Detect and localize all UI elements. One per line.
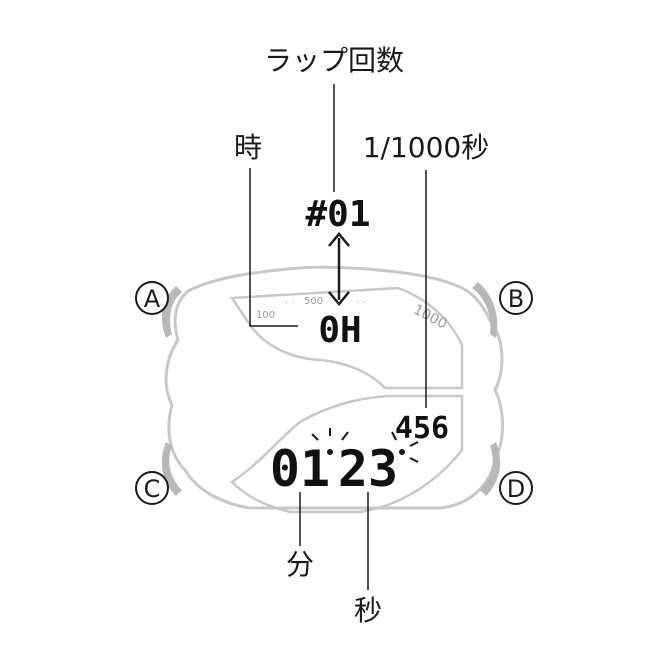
switch-arrow xyxy=(328,232,350,306)
button-d[interactable]: D xyxy=(499,471,533,505)
svg-text:B: B xyxy=(508,285,524,313)
button-a[interactable]: A xyxy=(135,281,169,315)
bezel-dot-right: · · xyxy=(356,298,366,309)
button-d-pusher xyxy=(480,442,501,496)
bezel-dot: · · xyxy=(285,298,295,309)
leader-hours xyxy=(249,168,298,327)
seconds-display: 23 xyxy=(338,440,398,498)
bezel-tick-100: 100 xyxy=(256,310,275,321)
svg-text:A: A xyxy=(144,285,161,313)
millis-display: 456 xyxy=(395,411,449,446)
label-hours: 時 xyxy=(234,131,262,164)
colon-left-flash xyxy=(311,428,349,455)
button-b-pusher xyxy=(472,282,498,338)
lower-display-frame xyxy=(230,394,464,514)
minute-display: 01 xyxy=(270,440,330,498)
hour-display: 0H xyxy=(318,310,361,351)
bezel-tick-500: 500 xyxy=(304,296,323,307)
colon-right-flash xyxy=(391,431,419,463)
label-lap-count: ラップ回数 xyxy=(264,44,404,77)
svg-text:D: D xyxy=(507,475,525,503)
svg-text:C: C xyxy=(144,475,161,503)
label-milliseconds: 1/1000秒 xyxy=(363,131,490,164)
button-b[interactable]: B xyxy=(499,281,533,315)
upper-display-frame xyxy=(229,286,464,390)
lap-number-display: #01 xyxy=(305,194,370,235)
label-minutes: 分 xyxy=(286,548,314,581)
button-c[interactable]: C xyxy=(135,471,169,505)
label-seconds: 秒 xyxy=(354,594,382,627)
